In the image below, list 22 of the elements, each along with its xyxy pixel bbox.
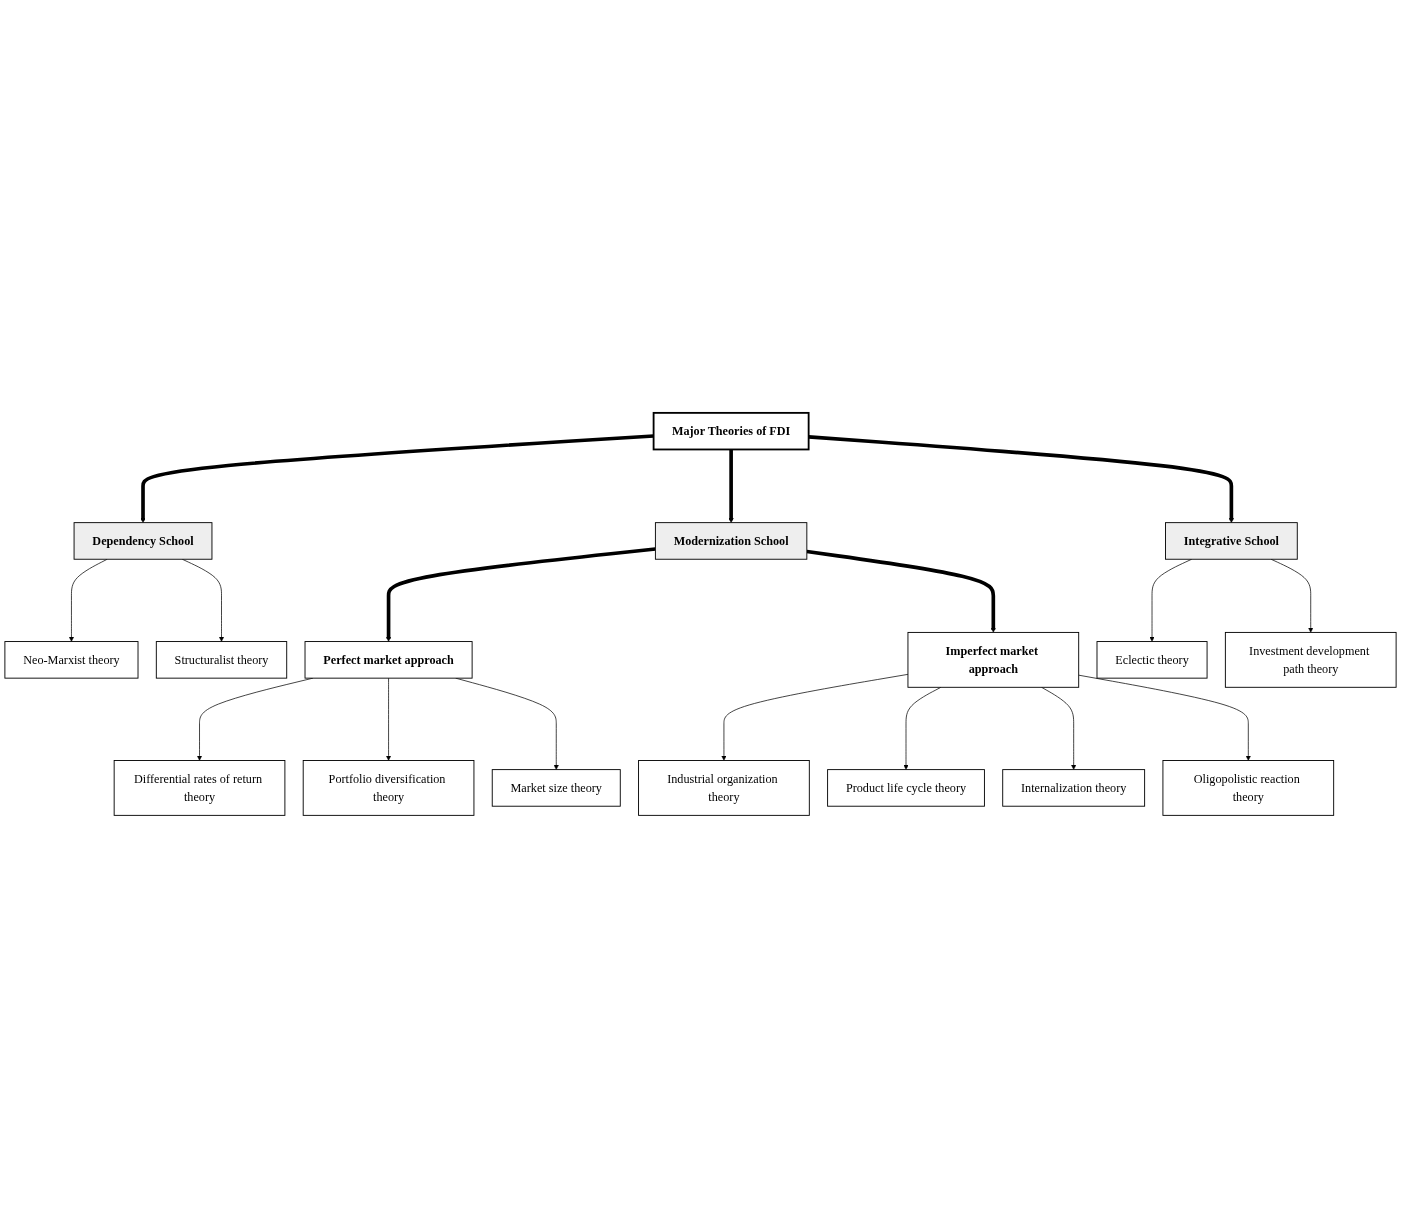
node-box: Industrial organization theory	[638, 759, 810, 816]
node-box: Product life cycle theory	[827, 769, 985, 807]
arrow	[385, 547, 656, 642]
node-box: Structuralist theory	[155, 640, 288, 679]
node-box: Dependency School	[73, 522, 213, 560]
arrow	[728, 449, 734, 523]
node-box: Market size theory	[491, 769, 621, 807]
arrow	[808, 434, 1235, 523]
node-box: Integrative School	[1165, 522, 1298, 560]
node-box: Investment development path theory	[1224, 631, 1397, 688]
node-box: Neo-Marxist theory	[4, 640, 139, 679]
node-box: Eclectic theory	[1096, 640, 1208, 679]
node-box: Differential rates of return theory	[113, 759, 286, 816]
node-box: Modernization School	[654, 522, 808, 560]
node-box: Imperfect market approach	[907, 631, 1080, 688]
node-box: Portfolio diversification theory	[302, 759, 475, 816]
node-box: Oligopolistic reaction theory	[1162, 759, 1335, 816]
node-box: Internalization theory	[1002, 769, 1146, 807]
arrow	[140, 434, 654, 523]
arrow	[806, 549, 996, 633]
node-box: Major Theories of FDI	[652, 411, 810, 451]
node-box: Perfect market approach	[304, 640, 473, 679]
